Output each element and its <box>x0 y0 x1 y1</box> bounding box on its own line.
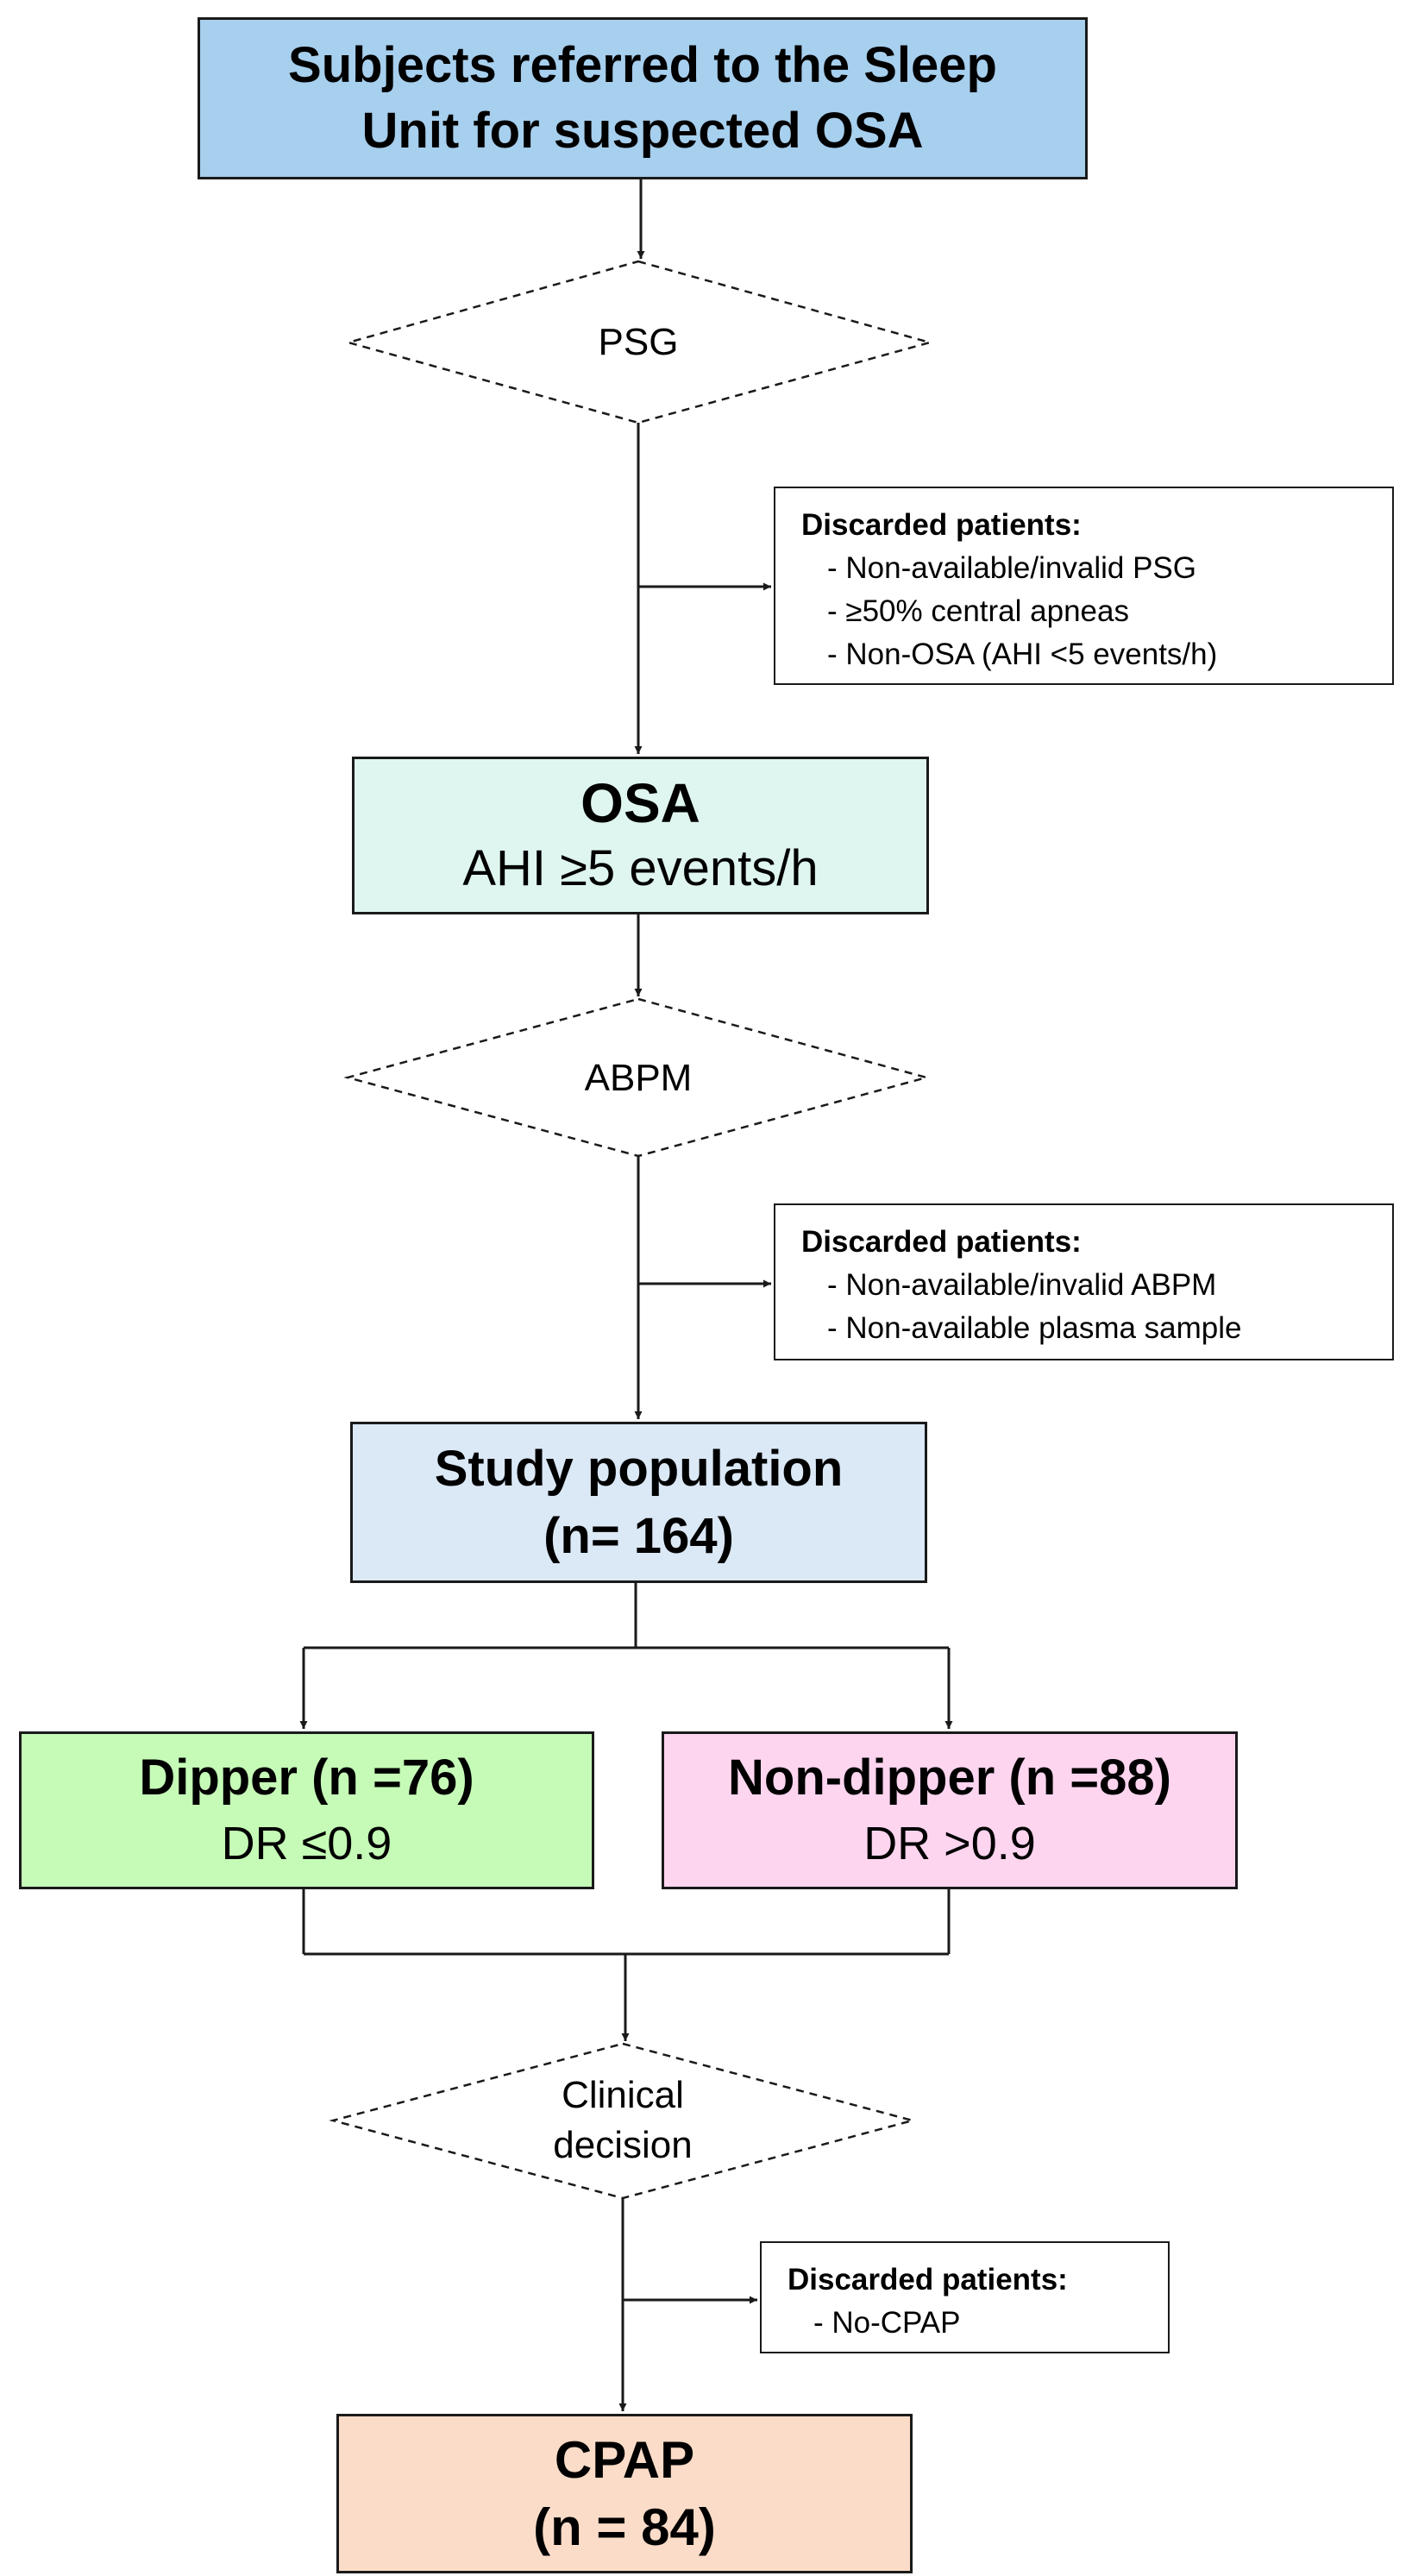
dipper-title: Dipper (n =76) <box>139 1749 474 1806</box>
osa-title: OSA <box>580 771 700 834</box>
decision-label-line: decision <box>553 2124 693 2166</box>
nondipper-criterion: DR >0.9 <box>863 1817 1036 1869</box>
dipper-box: Dipper (n =76) DR ≤0.9 <box>19 1731 594 1889</box>
discard-item: - No-CPAP <box>813 2306 961 2340</box>
start-box-line-1: Subjects referred to the Sleep <box>288 37 997 93</box>
discard-item: - Non-available plasma sample <box>827 1311 1242 1345</box>
discard-heading: Discarded patients: <box>801 508 1082 542</box>
nondipper-box: Non-dipper (n =88) DR >0.9 <box>662 1731 1238 1889</box>
start-box: Subjects referred to the Sleep Unit for … <box>198 17 1088 179</box>
nondipper-title: Non-dipper (n =88) <box>728 1749 1171 1806</box>
decision-diamond-psg <box>344 260 934 424</box>
discard-item: - ≥50% central apneas <box>827 594 1129 628</box>
discard-item: - Non-available/invalid ABPM <box>827 1268 1217 1302</box>
discard-heading: Discarded patients: <box>788 2263 1068 2296</box>
cpap-box: CPAP (n = 84) <box>336 2414 913 2573</box>
decision-label-abpm: ABPM <box>584 1057 693 1099</box>
osa-subtitle: AHI ≥5 events/h <box>462 839 819 896</box>
decision-label-line: Clinical <box>562 2074 684 2116</box>
discard-box-cpap: Discarded patients: - No-CPAP <box>760 2241 1170 2353</box>
study-title: Study population <box>434 1440 844 1497</box>
discard-item: - Non-OSA (AHI <5 events/h) <box>827 638 1218 671</box>
decision-diamond-clinical <box>329 2042 917 2200</box>
study-count: (n= 164) <box>543 1507 734 1564</box>
cpap-count: (n = 84) <box>533 2497 716 2556</box>
start-box-line-2: Unit for suspected OSA <box>361 103 924 159</box>
discard-item: - Non-available/invalid PSG <box>827 551 1196 585</box>
decision-label-psg: PSG <box>598 321 679 363</box>
osa-box: OSA AHI ≥5 events/h <box>352 757 929 914</box>
discard-heading: Discarded patients: <box>801 1225 1082 1259</box>
study-population-box: Study population (n= 164) <box>350 1422 927 1583</box>
dipper-criterion: DR ≤0.9 <box>221 1817 392 1869</box>
decision-label-clinical: Clinical decision <box>493 2070 752 2171</box>
cpap-title: CPAP <box>554 2430 695 2489</box>
discard-box-abpm: Discarded patients: - Non-available/inva… <box>774 1203 1394 1360</box>
discard-box-psg: Discarded patients: - Non-available/inva… <box>774 487 1394 685</box>
decision-diamond-abpm <box>343 997 931 1158</box>
